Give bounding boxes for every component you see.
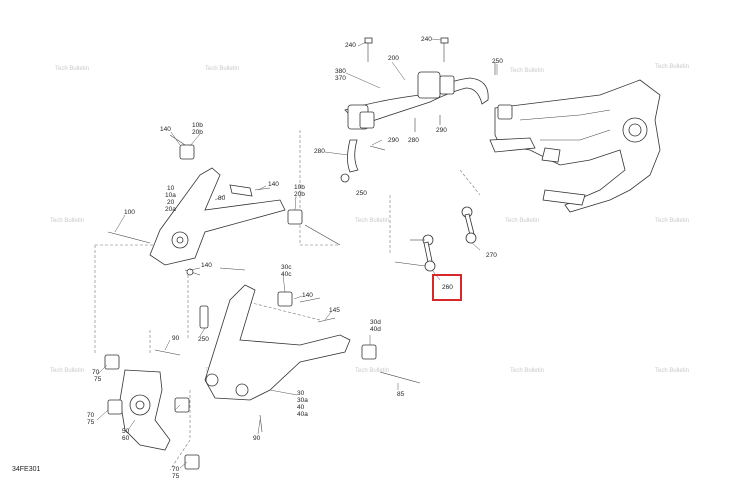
callout-label: 240 bbox=[421, 36, 432, 43]
watermark: Tech Bulletin bbox=[505, 218, 539, 224]
end-link bbox=[461, 206, 477, 244]
callout-label: 80 bbox=[218, 195, 226, 202]
callout-label: 40a bbox=[297, 411, 308, 418]
rear-frame bbox=[489, 79, 661, 213]
callout-label: 250 bbox=[492, 58, 503, 65]
callout-label: 20a bbox=[165, 206, 176, 213]
callout-label: 40 bbox=[297, 404, 305, 411]
callout-label: 70 bbox=[87, 412, 95, 419]
callout-label: 40c bbox=[281, 271, 292, 278]
callout-labels: 240 240 200 380 370 250 290 280 290 280 … bbox=[87, 36, 503, 480]
callout-label: 240 bbox=[345, 42, 356, 49]
watermark: Tech Bulletin bbox=[510, 368, 544, 374]
callout-label: 250 bbox=[198, 336, 209, 343]
watermark: Tech Bulletin bbox=[355, 218, 389, 224]
callout-label: 60 bbox=[122, 435, 130, 442]
watermark: Tech Bulletin bbox=[50, 368, 84, 374]
callout-label: 75 bbox=[172, 473, 180, 480]
callout-label: 140 bbox=[160, 126, 171, 133]
callout-label: 140 bbox=[302, 292, 313, 299]
callout-label: 140 bbox=[268, 181, 279, 188]
callout-label: 270 bbox=[486, 252, 497, 259]
callout-label: 380 bbox=[335, 68, 346, 75]
callout-label: 30 bbox=[297, 390, 305, 397]
watermark: Tech Bulletin bbox=[205, 66, 239, 72]
callout-label: 280 bbox=[408, 137, 419, 144]
callout-label: 10 bbox=[167, 185, 175, 192]
watermark: Tech Bulletin bbox=[655, 64, 689, 70]
callout-label: 70 bbox=[92, 369, 100, 376]
callout-label: 90 bbox=[253, 435, 261, 442]
callout-label: 20 bbox=[167, 199, 175, 206]
callout-label: 290 bbox=[388, 137, 399, 144]
watermark: Tech Bulletin bbox=[655, 368, 689, 374]
callout-label: 30d bbox=[370, 319, 381, 326]
callout-label: 10b bbox=[294, 184, 305, 191]
callout-label: 70 bbox=[172, 466, 180, 473]
callout-label: 200 bbox=[388, 55, 399, 62]
knuckle bbox=[104, 354, 200, 470]
upper-a-arm bbox=[107, 134, 341, 276]
callout-label: 75 bbox=[87, 419, 95, 426]
callout-label: 20b bbox=[294, 191, 305, 198]
stabilizer-bar bbox=[340, 37, 496, 183]
watermark: Tech Bulletin bbox=[355, 368, 389, 374]
callout-label: 140 bbox=[201, 262, 212, 269]
callout-label: 145 bbox=[329, 307, 340, 314]
lower-a-arm bbox=[154, 267, 421, 433]
figure-reference: 34FE301 bbox=[12, 466, 41, 473]
callout-label: 250 bbox=[356, 190, 367, 197]
callout-label: 30a bbox=[297, 397, 308, 404]
callout-label: 90 bbox=[172, 335, 180, 342]
callout-label: 30c bbox=[281, 264, 292, 271]
watermark: Tech Bulletin bbox=[655, 218, 689, 224]
callout-label: 290 bbox=[436, 127, 447, 134]
callout-label: 10b bbox=[192, 122, 203, 129]
callout-label: 40d bbox=[370, 326, 381, 333]
guide-lines bbox=[94, 130, 481, 471]
callout-label: 370 bbox=[335, 75, 346, 82]
leader-lines bbox=[96, 38, 498, 469]
watermark: Tech Bulletin bbox=[510, 68, 544, 74]
watermark: Tech Bulletin bbox=[50, 218, 84, 224]
callout-label: 85 bbox=[397, 391, 405, 398]
callout-label: 20b bbox=[192, 129, 203, 136]
watermark: Tech Bulletin bbox=[55, 66, 89, 72]
link-rod bbox=[394, 234, 436, 272]
callout-label: 280 bbox=[314, 148, 325, 155]
callout-label: 10a bbox=[165, 192, 176, 199]
highlight-box bbox=[432, 274, 462, 301]
callout-label: 50 bbox=[122, 428, 130, 435]
callout-label: 75 bbox=[94, 376, 102, 383]
callout-label: 100 bbox=[124, 209, 135, 216]
callout-label: 260 bbox=[442, 284, 453, 291]
